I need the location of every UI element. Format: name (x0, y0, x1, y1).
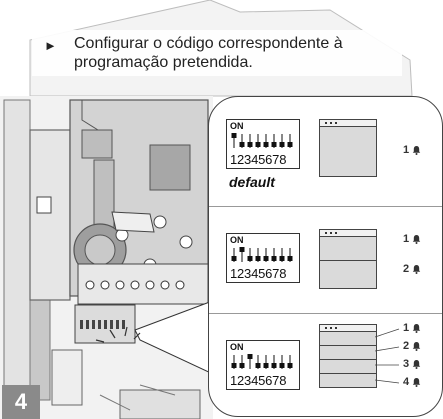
bell-icon (412, 146, 421, 156)
dip-switch-config-panel: ON 12345678 default 1 ON 123456 (208, 96, 443, 417)
button-panel-4 (319, 324, 377, 388)
instruction-text: Configurar o código correspondente à pro… (74, 35, 343, 71)
default-label: default (229, 174, 275, 190)
config-row-default: ON 12345678 default 1 (209, 97, 442, 206)
bell-icon (412, 342, 421, 352)
button-panel-1 (319, 119, 377, 177)
triangle-right-icon: ► (44, 38, 57, 53)
dip-switch: ON 12345678 (226, 340, 300, 390)
dip-numbers: 12345678 (230, 266, 287, 281)
button-label-3: 3 (403, 358, 421, 370)
button-label-1: 1 (403, 322, 421, 334)
bell-icon (412, 360, 421, 370)
dip-on-label: ON (230, 342, 244, 352)
button-label-1: 1 (403, 233, 421, 245)
config-row-2: ON 12345678 1 2 (209, 206, 442, 314)
button-label-1: 1 (403, 144, 421, 156)
bell-icon (412, 378, 421, 388)
button-leader-lines (375, 328, 400, 384)
config-row-3: ON 12345678 1 (209, 313, 442, 416)
button-label-4: 4 (403, 376, 421, 388)
dip-numbers: 12345678 (230, 373, 287, 388)
dip-switch: ON 12345678 (226, 233, 300, 283)
button-panel-2 (319, 229, 377, 289)
dip-numbers: 12345678 (230, 152, 287, 167)
bell-icon (412, 324, 421, 334)
instruction-box: ► Configurar o código correspondente à p… (32, 30, 402, 76)
dip-switch: ON 12345678 (226, 119, 300, 169)
dip-on-label: ON (230, 121, 244, 131)
bell-icon (412, 265, 421, 275)
button-label-2: 2 (403, 263, 421, 275)
bell-icon (412, 235, 421, 245)
dip-switch-levers (231, 247, 293, 262)
button-label-2: 2 (403, 340, 421, 352)
dip-on-label: ON (230, 235, 244, 245)
step-number-badge: 4 (2, 385, 40, 419)
dip-switch-levers (231, 354, 293, 369)
dip-switch-levers (231, 133, 293, 148)
